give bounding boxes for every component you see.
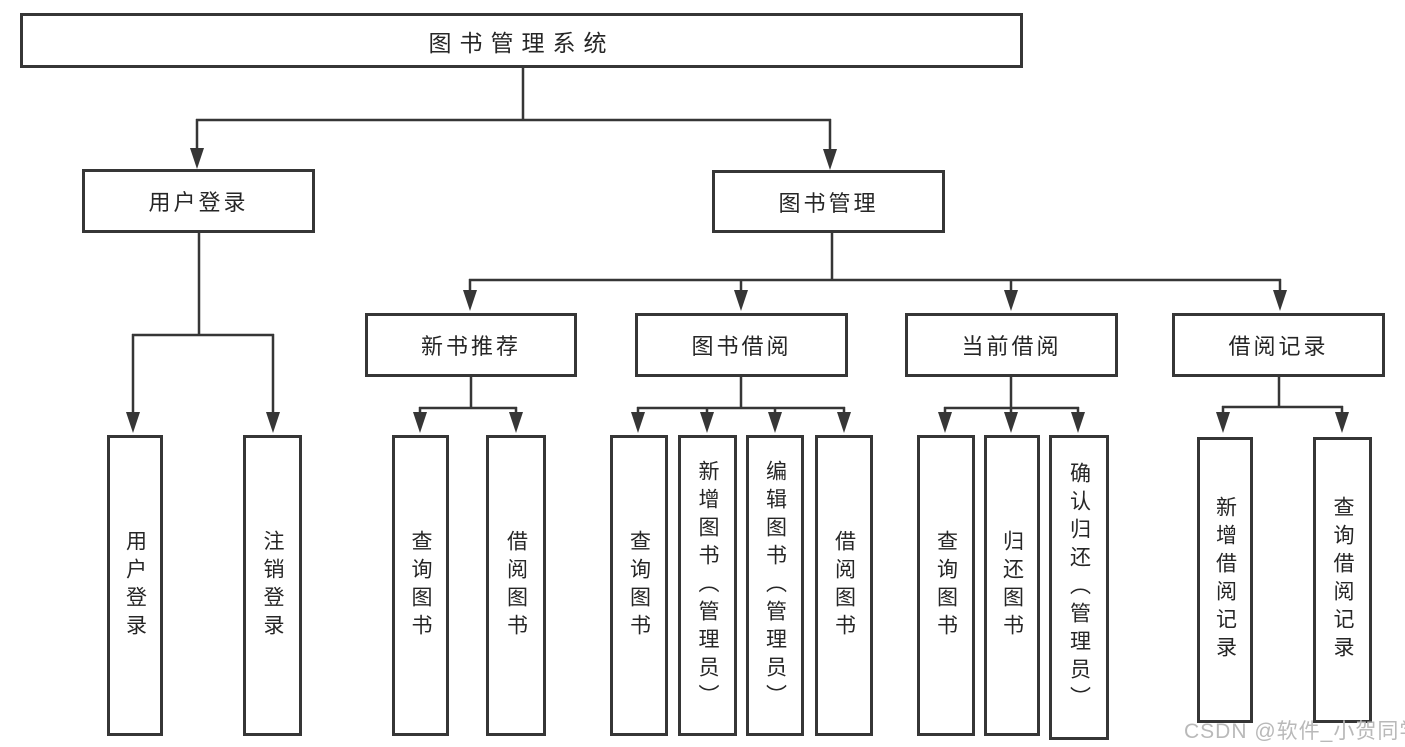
leaf-cb-return-label: 归还图书 xyxy=(1000,529,1024,642)
leaf-bb-add-label: 新增图书（管理员） xyxy=(696,459,719,712)
node-book-mgmt-label: 图书管理 xyxy=(778,190,879,216)
connector-book-mgmt xyxy=(468,233,1282,294)
leaf-nb-borrow: 借阅图书 xyxy=(486,435,546,736)
arrowheads xyxy=(126,148,1349,433)
node-book-borrow-label: 图书借阅 xyxy=(691,334,792,359)
node-new-books: 新书推荐 xyxy=(365,313,577,377)
node-current-borrow-label: 当前借阅 xyxy=(961,334,1062,359)
connector-root xyxy=(195,68,832,154)
leaf-logout: 注销登录 xyxy=(243,435,302,736)
node-borrow-records: 借阅记录 xyxy=(1172,313,1385,377)
connector-borrow-records xyxy=(1221,377,1344,415)
leaf-rec-query-label: 查询借阅记录 xyxy=(1331,496,1354,664)
leaf-bb-borrow: 借阅图书 xyxy=(815,435,873,736)
node-borrow-records-label: 借阅记录 xyxy=(1228,334,1329,359)
connector-new-books xyxy=(418,377,518,415)
node-book-mgmt: 图书管理 xyxy=(712,170,945,233)
connector-current-borrow xyxy=(943,377,1080,415)
connector-book-borrow xyxy=(636,377,846,415)
leaf-cb-query: 查询图书 xyxy=(917,435,975,736)
node-current-borrow: 当前借阅 xyxy=(905,313,1118,377)
leaf-bb-edit-label: 编辑图书（管理员） xyxy=(763,459,787,712)
node-user-login: 用户登录 xyxy=(82,169,315,233)
node-root: 图书管理系统 xyxy=(20,13,1023,68)
connector-user-login xyxy=(131,233,275,414)
node-book-borrow: 图书借阅 xyxy=(635,313,848,377)
csdn-watermark: CSDN @软件_小贺同学 xyxy=(1184,720,1405,743)
leaf-bb-add: 新增图书（管理员） xyxy=(678,435,737,736)
leaf-cb-return: 归还图书 xyxy=(984,435,1040,736)
leaf-logout-label: 注销登录 xyxy=(261,529,284,642)
leaf-nb-query: 查询图书 xyxy=(392,435,449,736)
leaf-bb-borrow-label: 借阅图书 xyxy=(832,529,856,642)
leaf-rec-add-label: 新增借阅记录 xyxy=(1213,496,1237,664)
node-new-books-label: 新书推荐 xyxy=(420,334,521,359)
leaf-cb-confirm: 确认归还（管理员） xyxy=(1049,435,1109,740)
leaf-login: 用户登录 xyxy=(107,435,163,736)
leaf-login-label: 用户登录 xyxy=(123,529,147,642)
leaf-nb-borrow-label: 借阅图书 xyxy=(504,529,528,642)
leaf-nb-query-label: 查询图书 xyxy=(409,529,432,642)
leaf-rec-add: 新增借阅记录 xyxy=(1197,437,1253,723)
node-root-label: 图书管理系统 xyxy=(428,29,615,56)
leaf-bb-edit: 编辑图书（管理员） xyxy=(746,435,804,736)
leaf-rec-query: 查询借阅记录 xyxy=(1313,437,1372,723)
leaf-bb-query: 查询图书 xyxy=(610,435,668,736)
leaf-cb-query-label: 查询图书 xyxy=(934,529,958,642)
leaf-bb-query-label: 查询图书 xyxy=(627,529,651,642)
node-user-login-label: 用户登录 xyxy=(148,190,249,215)
leaf-cb-confirm-label: 确认归还（管理员） xyxy=(1067,461,1091,714)
